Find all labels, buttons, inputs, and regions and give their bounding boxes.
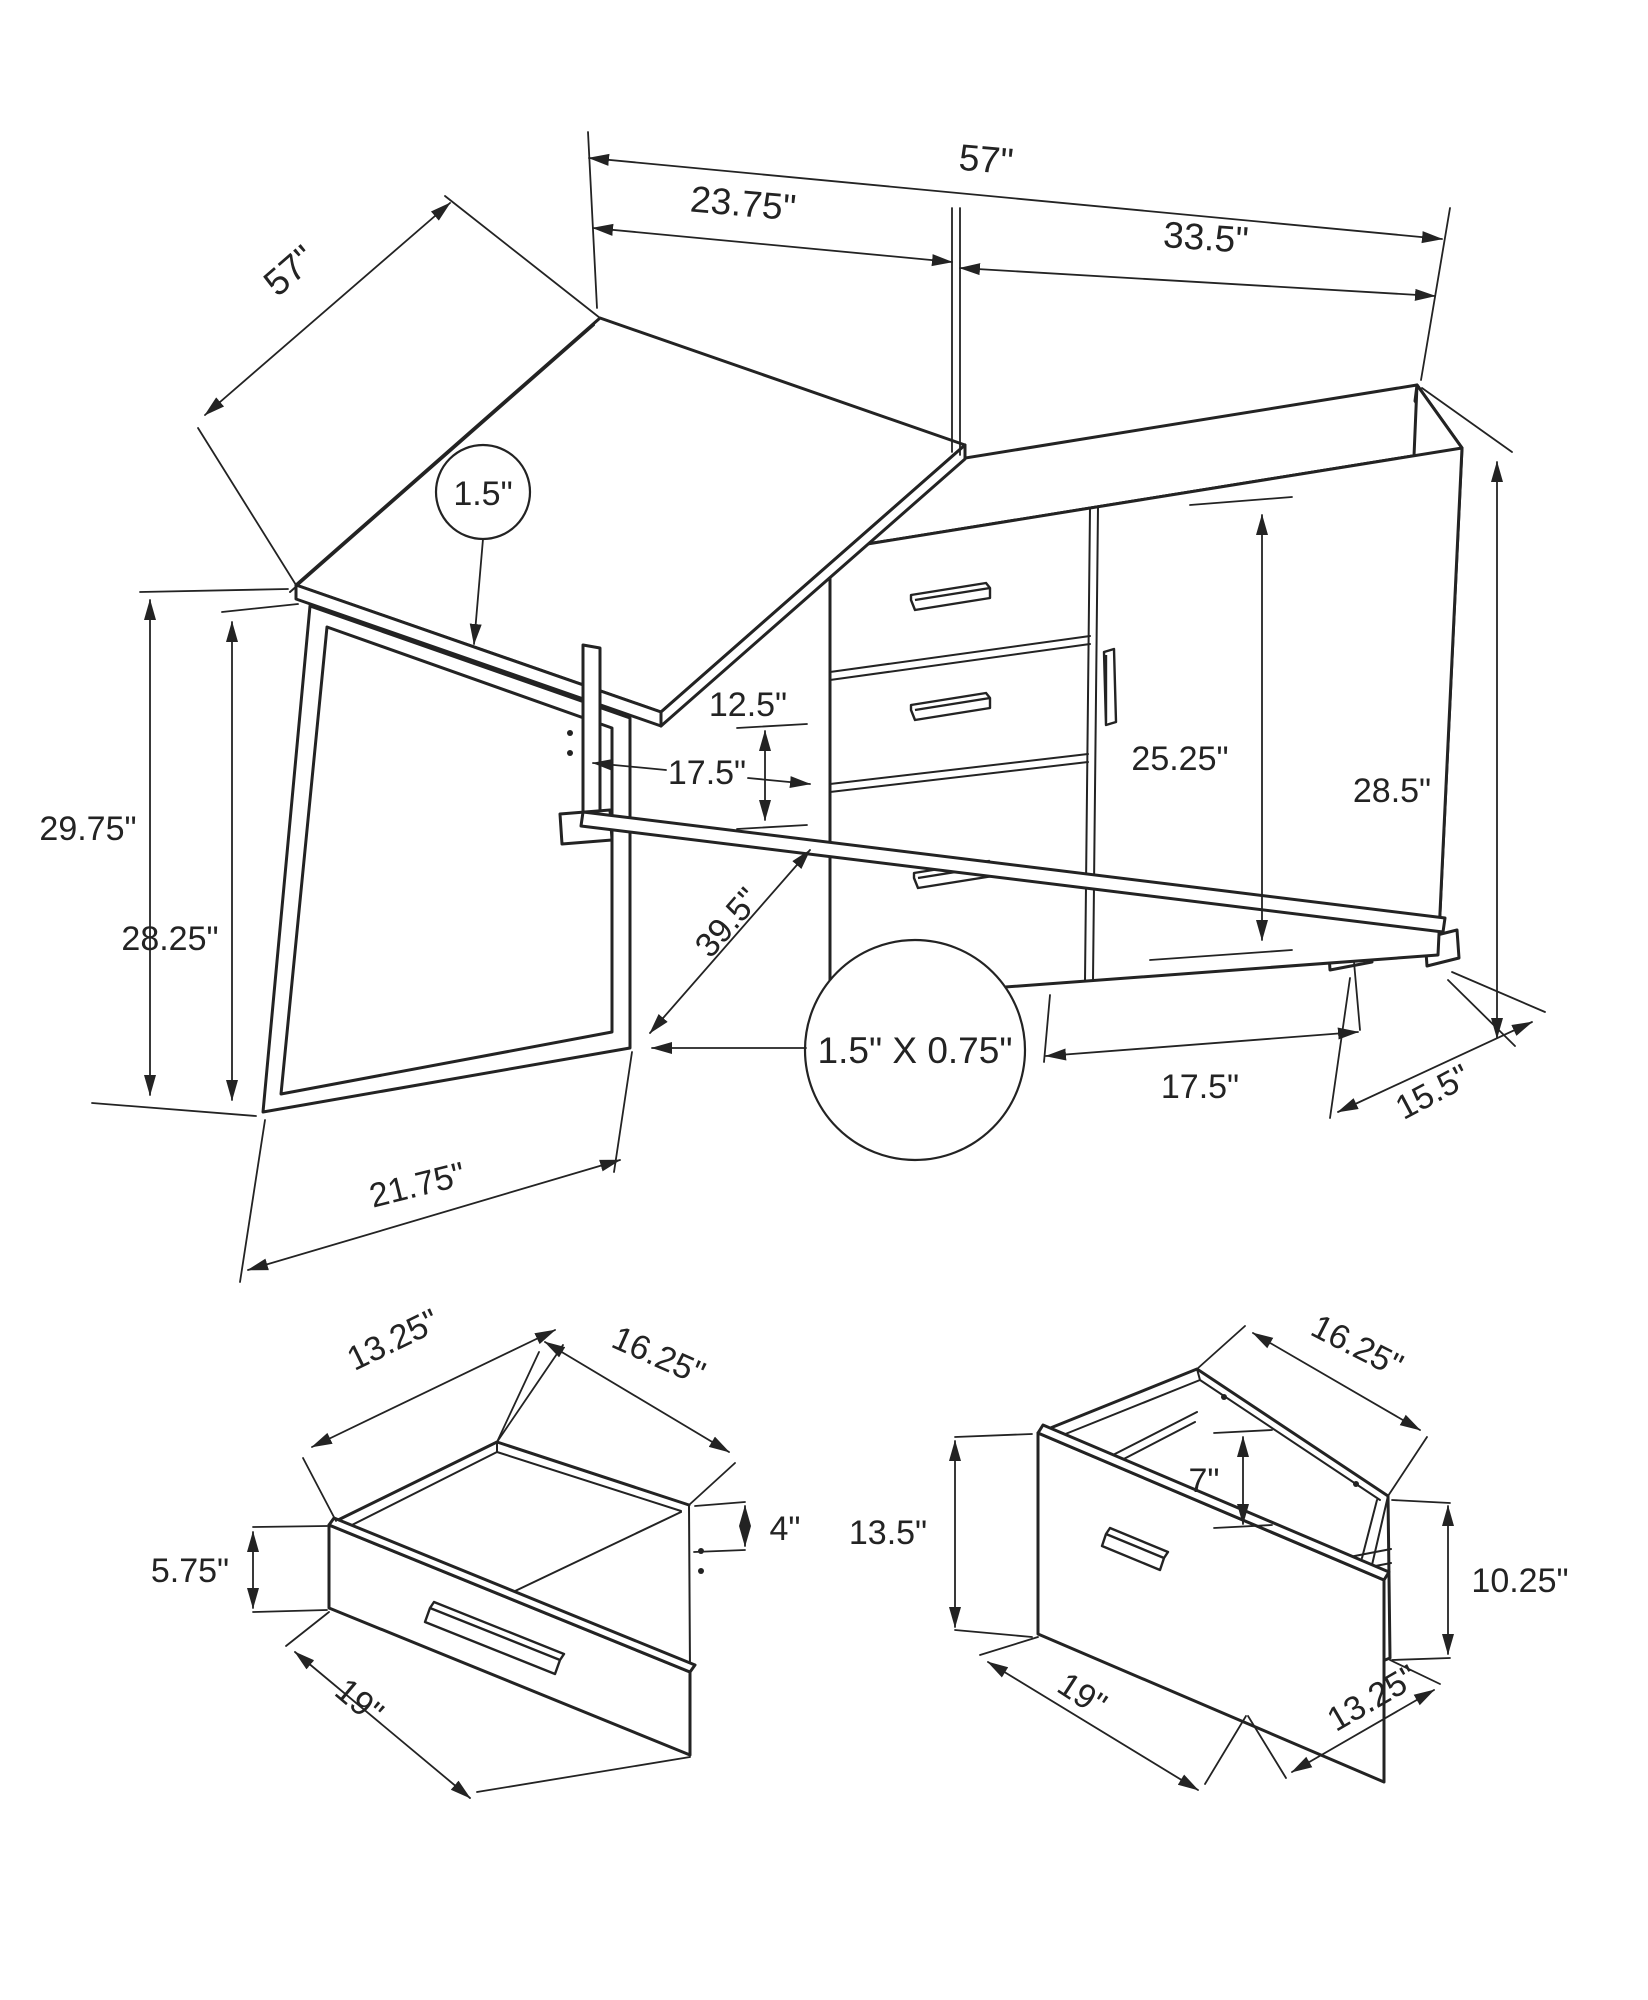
shelf-pin-hole [567,750,573,756]
desktop-back-edge-line [289,324,595,593]
dim-label-file-outer-depth: 19" [1051,1665,1114,1724]
dim-label-small-depth: 13.25" [341,1302,445,1379]
dim-label-file-clearance: 7" [1189,1462,1220,1500]
ext-line [91,588,299,1117]
dim-label-cabinet-height: 28.5" [1353,772,1431,810]
dim-label-left-depth: 57" [256,237,324,304]
callout-circle-leg-tube [803,938,1027,1162]
bottom-stretcher-rail [579,810,1447,934]
dim-19-file [987,1661,1199,1791]
drawer-handle-middle [909,691,992,722]
dim-label-top-right-section: 33.5" [1162,214,1250,261]
dim-label-small-side-height: 4" [770,1510,801,1548]
dim-23-75 [592,223,953,267]
drawer-separator-1 [829,635,1091,681]
file-front-panel-top [1036,1423,1391,1582]
screw-dot [698,1568,704,1574]
desktop-left-section [289,316,967,728]
drawer-handle [423,1600,566,1676]
ext-line [1391,1499,1451,1661]
dim-57-top [588,153,1443,244]
shelf-pin-hole [567,730,573,736]
dim-label-file-width: 16.25" [1305,1307,1409,1385]
door-handle [1102,647,1118,727]
ext-line [693,1501,746,1553]
dim-16-25-file [1252,1332,1421,1431]
dim-label-small-width: 16.25" [606,1319,710,1393]
screw-dot [1221,1394,1227,1400]
dim-13-25-file [1291,1689,1435,1773]
dim-label-cabinet-opening: 17.5" [1161,1068,1239,1106]
dim-label-file-front-height: 13.5" [849,1514,927,1552]
dim-label-door-height: 25.25" [1131,740,1228,778]
ext-line [979,1636,1247,1785]
dim-label-top-width: 57" [957,137,1015,183]
file-right-wall-top [1361,1495,1389,1566]
dim-label-leg-width: 21.75" [366,1155,469,1215]
cabinet-divider [1084,506,1099,982]
dim-13-25 [311,1329,556,1448]
dim-15-5 [1337,1021,1533,1113]
dim-label-file-side-height: 10.25" [1471,1562,1568,1600]
file-drawer-diagram: 16.25" 7" 13.5" 10.25" 19" 13.25" [849,1307,1569,1791]
ext-line [1247,1659,1441,1779]
dim-label-leg-clearance: 28.25" [121,920,218,958]
main-dimensions: 57" 23.75" 33.5" 57" 29.75" 28.25" 12.5"… [39,131,1546,1283]
dim-16-25 [544,1341,730,1453]
ext-line [496,1351,736,1506]
dim-39-5 [649,849,811,1034]
ext-line [252,1525,328,1613]
dim-label-top-left-section: 23.75" [689,179,798,229]
file-wall-top-inner [1047,1368,1381,1501]
drawer-front-panel-top [327,1516,697,1674]
screw-dot [1353,1481,1359,1487]
desk-base-structure [261,604,1447,1114]
dim-57-left [204,202,451,416]
ext-line [1196,1325,1428,1497]
dim-17-5-mid-right [747,776,811,789]
dim-33-5 [959,263,1436,301]
dim-17-5-bottom [1045,1027,1359,1061]
ext-line [1149,496,1293,961]
dim-19 [294,1651,471,1799]
ext-line [1213,1429,1273,1529]
leg-frame-inner [279,625,614,1096]
section-split-extension [951,207,961,456]
callout-label-top-thickness: 1.5" [453,475,512,513]
desktop-right-edge [659,443,967,728]
drawer-separator-2 [829,753,1089,793]
dim-label-stretcher: 39.5" [688,881,768,965]
dim-label-shelf-height: 12.5" [709,686,787,724]
dim-21-75 [247,1159,621,1271]
dim-label-total-height: 29.75" [39,810,136,848]
callout-pointer [469,538,484,645]
drawer-handle-top [909,581,992,612]
drawer-corner-edge [688,1504,691,1673]
drawer-wall-top-outer [334,1440,691,1523]
ext-line [736,723,808,830]
dim-label-small-front-height: 5.75" [151,1552,229,1590]
file-drawer-handle [1100,1526,1170,1572]
small-drawer-diagram: 13.25" 16.25" 5.75" 4" 19" [151,1302,801,1799]
shelf-side-panel [581,643,602,814]
ext-line [197,195,601,586]
ext-line [954,1433,1033,1638]
ext-line [285,1611,691,1793]
dim-label-shelf-width: 17.5" [668,754,746,792]
callout-label-leg-tube: 1.5" X 0.75" [818,1030,1013,1071]
dim-17-5-mid-left [592,758,667,771]
ext-line [1420,207,1451,381]
